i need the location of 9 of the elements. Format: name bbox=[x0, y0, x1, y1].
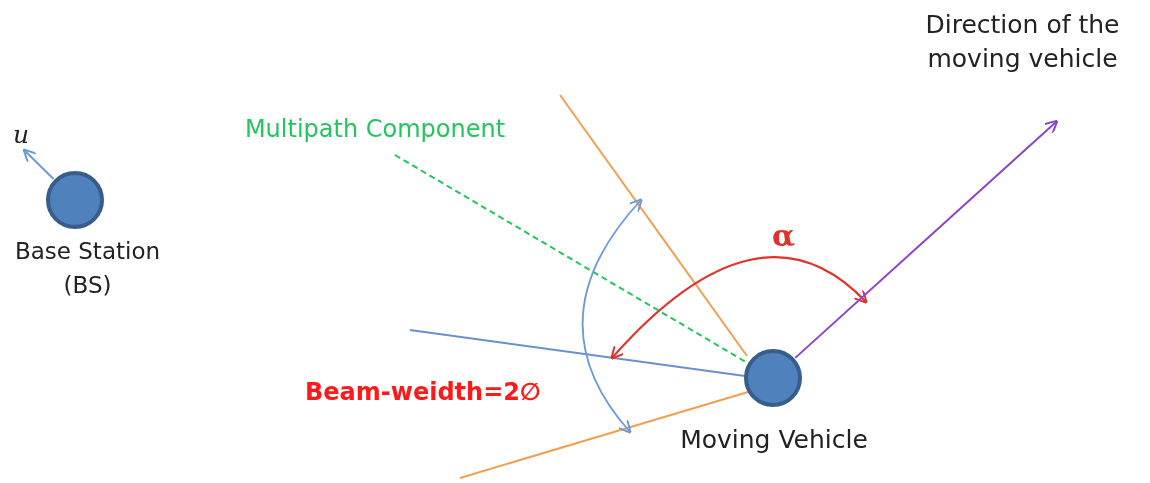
vehicle-label: Moving Vehicle bbox=[679, 424, 869, 456]
angle-symbol: α bbox=[772, 218, 796, 253]
station-label: Base Station (BS) bbox=[13, 237, 162, 300]
arrow bbox=[794, 119, 1059, 359]
arrow bbox=[22, 148, 55, 180]
multipath-label: Multipath Component bbox=[243, 114, 507, 145]
vector-symbol: u bbox=[11, 119, 31, 151]
beam-width-label: Beam-weidth=2∅ bbox=[305, 378, 541, 406]
direction-label: Direction of the moving vehicle bbox=[924, 9, 1121, 75]
